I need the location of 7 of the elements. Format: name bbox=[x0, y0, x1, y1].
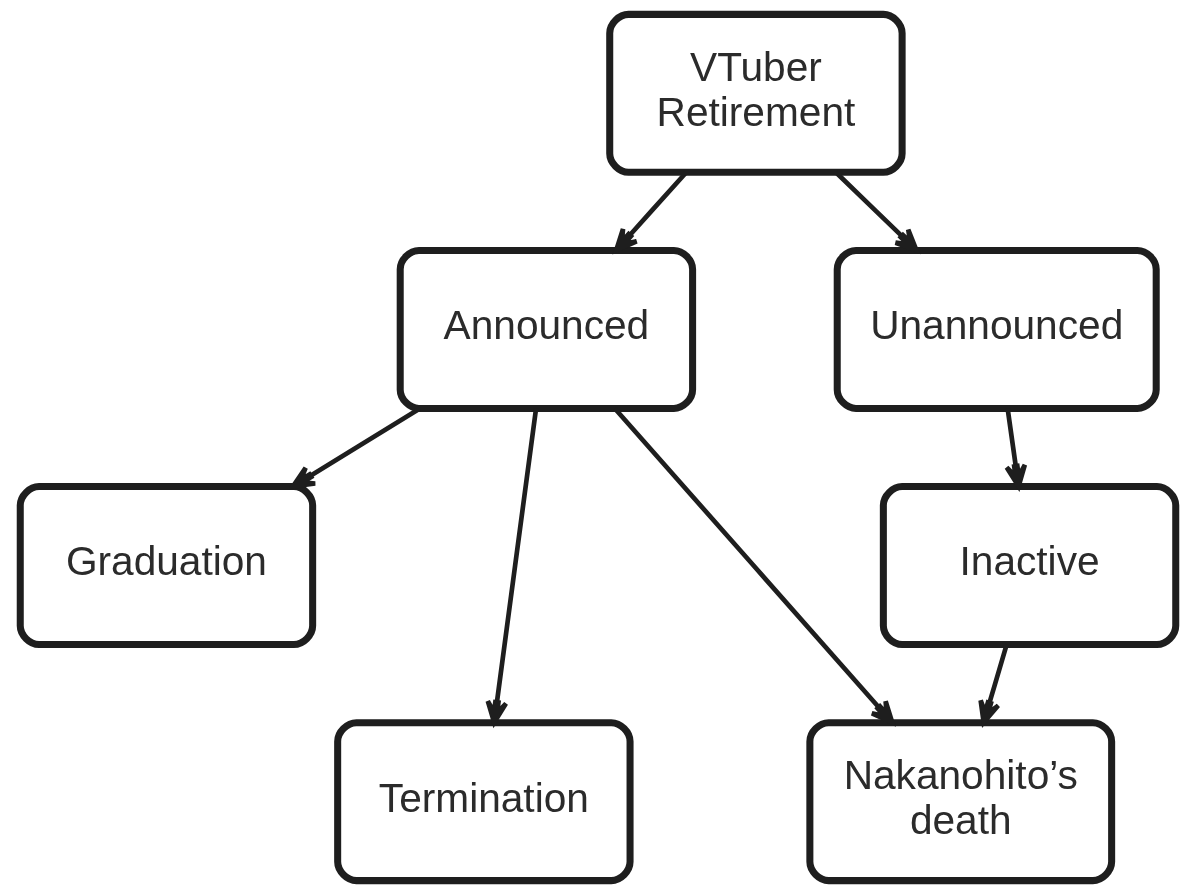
node-box: Announced bbox=[396, 246, 697, 412]
node-box: Inactive bbox=[879, 483, 1180, 649]
node-box: Nakanohito’s death bbox=[806, 719, 1116, 885]
node-box: Graduation bbox=[16, 483, 317, 649]
node-box: Termination bbox=[334, 719, 634, 885]
node-box: Unannounced bbox=[833, 246, 1160, 412]
node-box: VTuber Retirement bbox=[606, 10, 906, 176]
